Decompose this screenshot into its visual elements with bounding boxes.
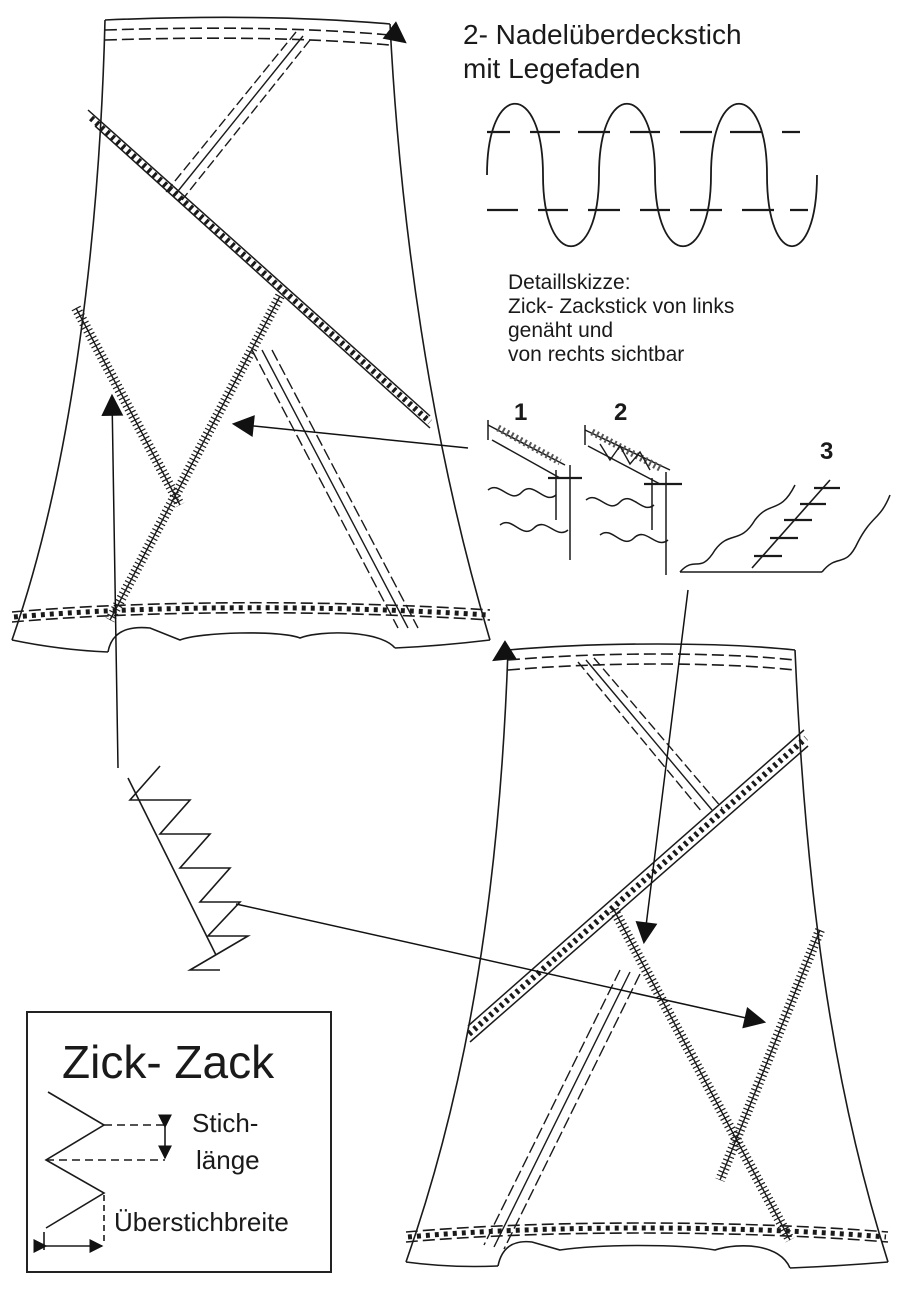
zigzag-seam-top [71, 293, 285, 623]
hem-overlock-top [13, 605, 489, 620]
detail-caption-line2: Zick- Zackstick von links [508, 295, 735, 318]
detail-caption-line4: von rechts sichtbar [508, 343, 685, 366]
legend-stitch-length-line1: Stich- [192, 1108, 259, 1138]
detail-number-2: 2 [614, 399, 628, 426]
detail-sketch-2 [584, 425, 682, 575]
coverstitch-sample [486, 102, 818, 248]
overlock-band-bottom [467, 729, 809, 1043]
legend-zigzag-diagram [33, 1091, 172, 1253]
legend-stitch-length-line2: länge [196, 1145, 260, 1175]
skirt-top [11, 16, 491, 653]
detail-number-3: 3 [820, 438, 834, 465]
detail-caption-line1: Detaillskizze: [508, 271, 631, 294]
detail-caption-line3: genäht und [508, 319, 614, 342]
hem-overlock-bottom [407, 1225, 887, 1240]
detail-sketch-3 [679, 479, 891, 573]
skirt-bottom [405, 643, 889, 1269]
coverstitch-title: 2- Nadelüberdeckstich mit Legefaden [463, 18, 742, 86]
coverstitch-title-line2: mit Legefaden [463, 53, 641, 84]
coverstitch-title-line1: 2- Nadelüberdeckstich [463, 19, 742, 50]
coverstitch-band-bottom-left [483, 969, 641, 1250]
zigzag-seam-bottom [609, 907, 825, 1243]
coverstitch-band-top [165, 31, 311, 201]
arrow-top-waist [382, 21, 407, 44]
pointer-arrows [101, 393, 767, 1029]
zigzag-sample [127, 765, 251, 971]
detail-number-1: 1 [514, 399, 528, 426]
coverstitch-band-bottom-top [577, 657, 723, 813]
legend-box [26, 1011, 332, 1273]
detail-sketch-1 [487, 420, 582, 560]
legend-title: Zick- Zack [62, 1036, 275, 1088]
coverstitch-band-right [251, 349, 419, 629]
detail-caption: Detaillskizze: Zick- Zackstick von links… [508, 271, 734, 367]
arrow-bottom-waist [492, 640, 517, 662]
overlock-band-top [87, 109, 433, 429]
legend-stitch-width: Überstichbreite [114, 1207, 289, 1237]
